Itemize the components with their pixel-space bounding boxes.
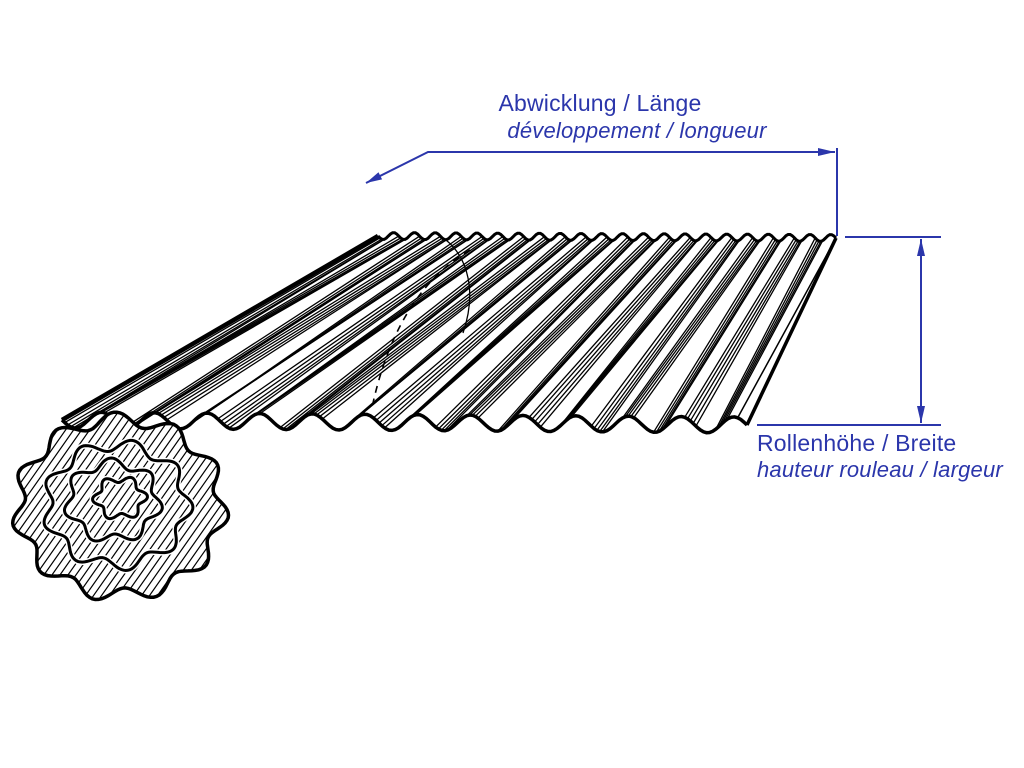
roll-spiral-drawing (10, 410, 231, 602)
length-label-fr: développement / longueur (507, 118, 767, 143)
length-dimension (365, 148, 838, 236)
length-arrow-left-icon (366, 172, 383, 183)
unrolled-sheet-drawing (60, 231, 838, 435)
length-label-de: Abwicklung / Länge (498, 90, 702, 116)
width-arrow-down-icon (917, 406, 925, 423)
width-label-de: Rollenhöhe / Breite (757, 430, 957, 456)
width-label-fr: hauteur rouleau / largeur (757, 457, 1003, 482)
width-dimension (757, 236, 941, 426)
width-arrow-up-icon (917, 239, 925, 256)
length-dimension-line (365, 151, 835, 184)
length-arrow-right-icon (818, 148, 835, 156)
